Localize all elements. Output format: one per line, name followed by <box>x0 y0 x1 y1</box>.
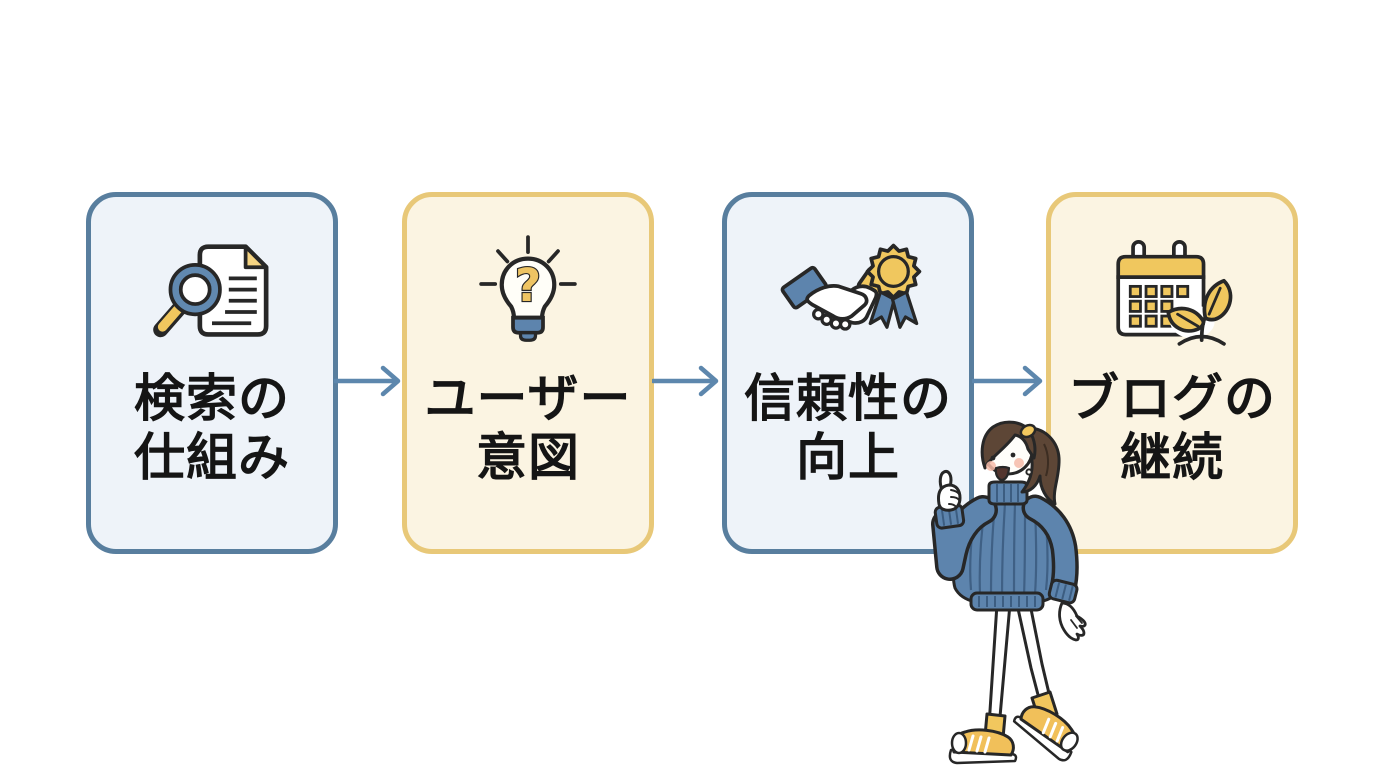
arrow-right-icon <box>972 365 1043 397</box>
step-card-user-intent: ? ユーザー 意図 <box>402 192 654 554</box>
step-card-reliability: 信頼性の 向上 <box>722 192 974 554</box>
lightbulb-question-icon: ? <box>453 221 603 361</box>
step-label: 信頼性の 向上 <box>744 369 952 487</box>
step-label: ユーザー 意図 <box>425 369 632 487</box>
svg-text:?: ? <box>515 259 541 312</box>
step-label: ブログの 継続 <box>1068 369 1276 487</box>
step-label-line: 仕組み <box>133 429 290 487</box>
step-label-line: 検索の <box>133 370 290 427</box>
step-label-line: 継続 <box>1119 429 1224 487</box>
step-label-line: ブログの <box>1067 370 1276 427</box>
step-label: 検索の 仕組み <box>134 369 290 487</box>
woman-thumbs-up-illustration <box>931 420 1087 765</box>
step-card-blog-continuity: ブログの 継続 <box>1046 192 1298 554</box>
step-label-line: 向上 <box>795 429 900 487</box>
step-label-line: ユーザー <box>424 370 632 427</box>
step-label-line: 信頼性の <box>743 370 952 427</box>
step-card-search-mechanism: 検索の 仕組み <box>86 192 338 554</box>
handshake-award-icon <box>755 221 941 361</box>
step-label-line: 意図 <box>475 429 580 487</box>
arrow-right-icon <box>334 365 401 397</box>
calendar-sprout-icon <box>1088 221 1256 361</box>
arrow-right-icon <box>652 365 719 397</box>
search-document-icon <box>128 221 296 361</box>
